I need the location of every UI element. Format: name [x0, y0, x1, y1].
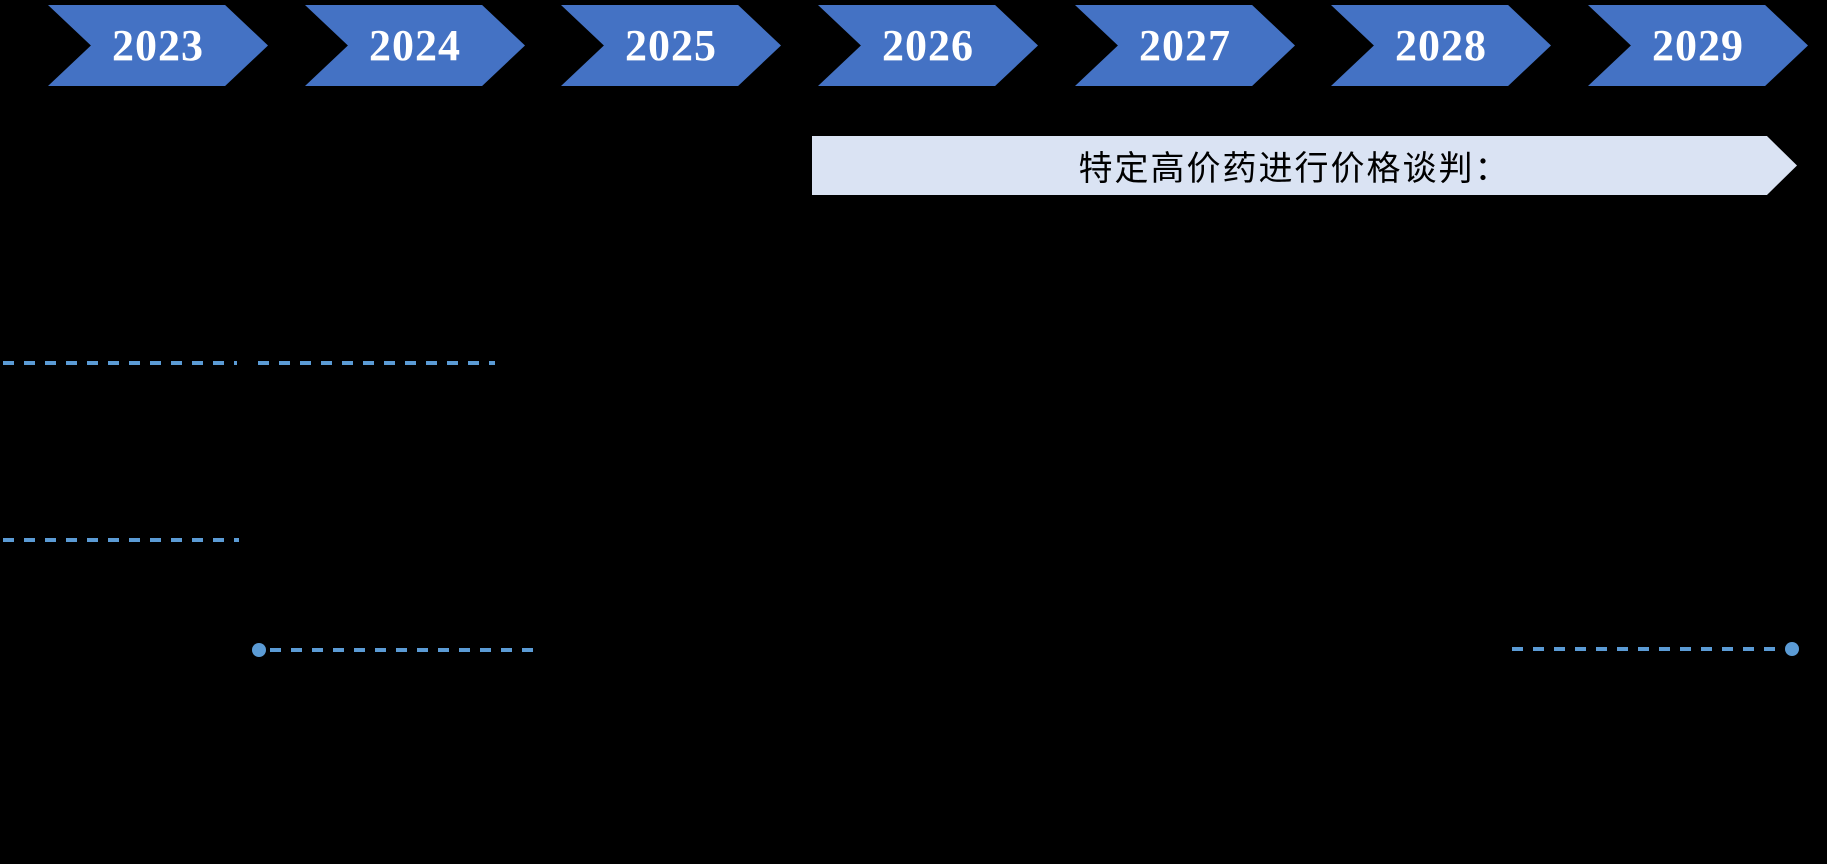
- dashed-line-middle-left: [3, 538, 239, 542]
- year-label: 2025: [625, 21, 717, 70]
- connector-start-dot: [252, 643, 266, 657]
- dashed-line-top-second: [258, 361, 495, 365]
- price-negotiation-banner-arrow: 特定高价药进行价格谈判：: [812, 136, 1797, 195]
- year-chevron-2029: 2029: [1588, 5, 1808, 86]
- banner-label: 特定高价药进行价格谈判：: [1078, 151, 1511, 188]
- dashed-line-top-left: [3, 361, 237, 365]
- year-chevron-2028: 2028: [1331, 5, 1551, 86]
- connector-end-dot: [1785, 642, 1799, 656]
- year-chevron-2025: 2025: [561, 5, 781, 86]
- year-label: 2023: [112, 21, 204, 70]
- year-chevron-2023: 2023: [48, 5, 268, 86]
- dashed-line-bottom-right: [1512, 647, 1783, 651]
- year-label: 2026: [882, 21, 974, 70]
- dashed-line-bottom-left: [270, 648, 542, 652]
- year-chevron-2026: 2026: [818, 5, 1038, 86]
- year-label: 2029: [1652, 21, 1744, 70]
- year-label: 2027: [1139, 21, 1231, 70]
- year-label: 2024: [369, 21, 461, 70]
- year-chevron-2027: 2027: [1075, 5, 1295, 86]
- year-chevron-2024: 2024: [305, 5, 525, 86]
- year-label: 2028: [1395, 21, 1487, 70]
